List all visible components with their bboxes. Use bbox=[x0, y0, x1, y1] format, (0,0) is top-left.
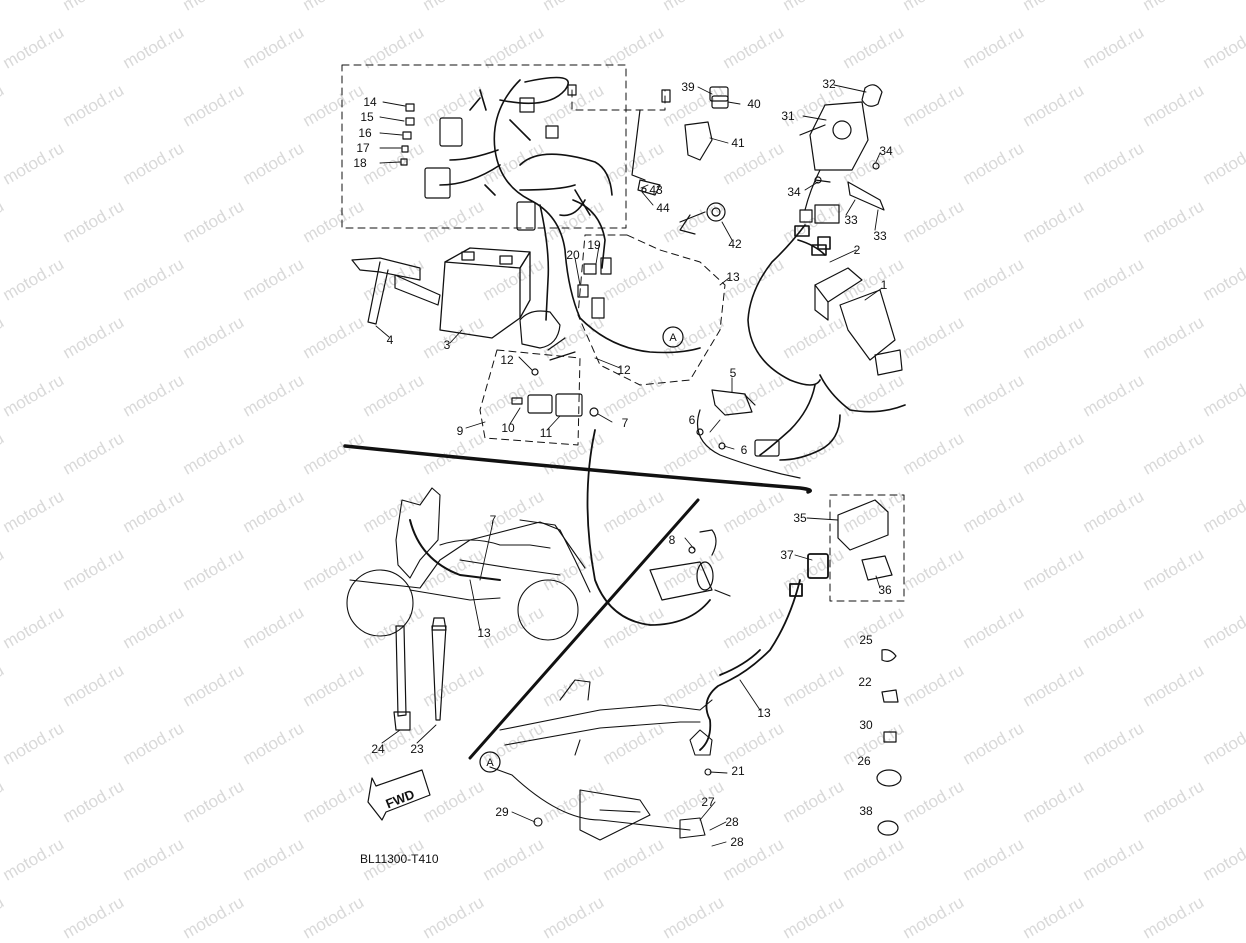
relay-group-box bbox=[479, 349, 581, 446]
lower-harness bbox=[586, 429, 829, 751]
part-number-p44: 44 bbox=[656, 201, 670, 215]
divider-upper bbox=[343, 444, 812, 494]
part-number-p2: 2 bbox=[853, 243, 861, 257]
part-number-p13b: 13 bbox=[477, 626, 491, 640]
part-number-p36: 36 bbox=[878, 583, 892, 597]
part-number-p35: 35 bbox=[793, 511, 807, 525]
callout-a-upper bbox=[662, 326, 684, 348]
leader-lines bbox=[375, 84, 883, 847]
part-number-p34b: 34 bbox=[787, 185, 801, 199]
part-number-p18: 18 bbox=[353, 156, 367, 170]
part-number-p15: 15 bbox=[360, 110, 374, 124]
part-number-p27: 27 bbox=[701, 795, 715, 809]
part-number-p38: 38 bbox=[859, 804, 873, 818]
callout-a-lower bbox=[479, 751, 501, 773]
sensor-5 bbox=[696, 389, 801, 479]
cable-ties bbox=[393, 617, 447, 731]
part-number-p13c: 13 bbox=[757, 706, 771, 720]
part-number-p7a: 7 bbox=[621, 416, 629, 430]
relays-39-41 bbox=[631, 86, 729, 181]
part-number-p21: 21 bbox=[731, 764, 745, 778]
part-number-p19: 19 bbox=[587, 238, 601, 252]
part-number-p23: 23 bbox=[410, 742, 424, 756]
part-number-p12b: 12 bbox=[617, 363, 631, 377]
ecu-35 bbox=[837, 499, 893, 581]
part-number-p25: 25 bbox=[859, 633, 873, 647]
motorcycle-outline bbox=[346, 487, 591, 641]
part-number-p33a: 33 bbox=[844, 213, 858, 227]
connector-group-box bbox=[341, 64, 627, 229]
diagram-code: BL11300-T410 bbox=[360, 852, 439, 866]
battery-band bbox=[351, 257, 441, 325]
relay-cover bbox=[516, 201, 561, 349]
connector-19-20 bbox=[577, 257, 612, 319]
part-number-p20: 20 bbox=[566, 248, 580, 262]
harness-group-box bbox=[577, 234, 726, 386]
part-number-p3: 3 bbox=[443, 338, 451, 352]
ecu-group-box bbox=[829, 494, 905, 602]
battery bbox=[439, 247, 531, 339]
part-number-p28a: 28 bbox=[725, 815, 739, 829]
part-number-p6b: 6 bbox=[740, 443, 748, 457]
upper-connectors bbox=[424, 84, 671, 199]
frame bbox=[489, 679, 713, 841]
part-number-p43: 43 bbox=[649, 183, 663, 197]
fwd-arrow bbox=[367, 769, 431, 821]
part-number-p17: 17 bbox=[356, 141, 370, 155]
divider-diagonal bbox=[468, 498, 700, 760]
part-number-p28b: 28 bbox=[730, 835, 744, 849]
part-number-p10: 10 bbox=[501, 421, 515, 435]
dashed-boxes bbox=[341, 64, 905, 602]
part-number-p33b: 33 bbox=[873, 229, 887, 243]
part-number-p9: 9 bbox=[456, 424, 464, 438]
part-number-p40: 40 bbox=[747, 97, 761, 111]
part-number-p31: 31 bbox=[781, 109, 795, 123]
small-connectors-14-18 bbox=[400, 103, 415, 166]
relay-unit bbox=[511, 337, 599, 417]
part-number-p7b: 7 bbox=[489, 513, 497, 527]
part-number-p14: 14 bbox=[363, 95, 377, 109]
part-number-p13a: 13 bbox=[726, 270, 740, 284]
part-number-p32: 32 bbox=[822, 77, 836, 91]
part-number-p26: 26 bbox=[857, 754, 871, 768]
part-number-p37: 37 bbox=[780, 548, 794, 562]
part-number-p1: 1 bbox=[880, 278, 888, 292]
part-number-p16: 16 bbox=[358, 126, 372, 140]
sensor-42 bbox=[637, 179, 726, 235]
clamps bbox=[876, 649, 902, 836]
part-number-p5: 5 bbox=[729, 366, 737, 380]
main-switch bbox=[799, 84, 885, 224]
part-number-p24: 24 bbox=[371, 742, 385, 756]
part-number-p4: 4 bbox=[386, 333, 394, 347]
part-number-p30: 30 bbox=[859, 718, 873, 732]
right-harness bbox=[747, 224, 906, 461]
part-number-p12a: 12 bbox=[500, 353, 514, 367]
harness-group-box-top bbox=[571, 89, 666, 111]
part-number-p8: 8 bbox=[668, 533, 676, 547]
part-number-p29: 29 bbox=[495, 805, 509, 819]
part-number-p11: 11 bbox=[539, 426, 553, 440]
ecu-units bbox=[814, 267, 903, 376]
part-number-p22: 22 bbox=[858, 675, 872, 689]
part-number-p6a: 6 bbox=[688, 413, 696, 427]
part-number-p42: 42 bbox=[728, 237, 742, 251]
upper-wire-harness bbox=[439, 76, 701, 354]
part-number-p39: 39 bbox=[681, 80, 695, 94]
part-number-p34a: 34 bbox=[879, 144, 893, 158]
part-number-p41: 41 bbox=[731, 136, 745, 150]
